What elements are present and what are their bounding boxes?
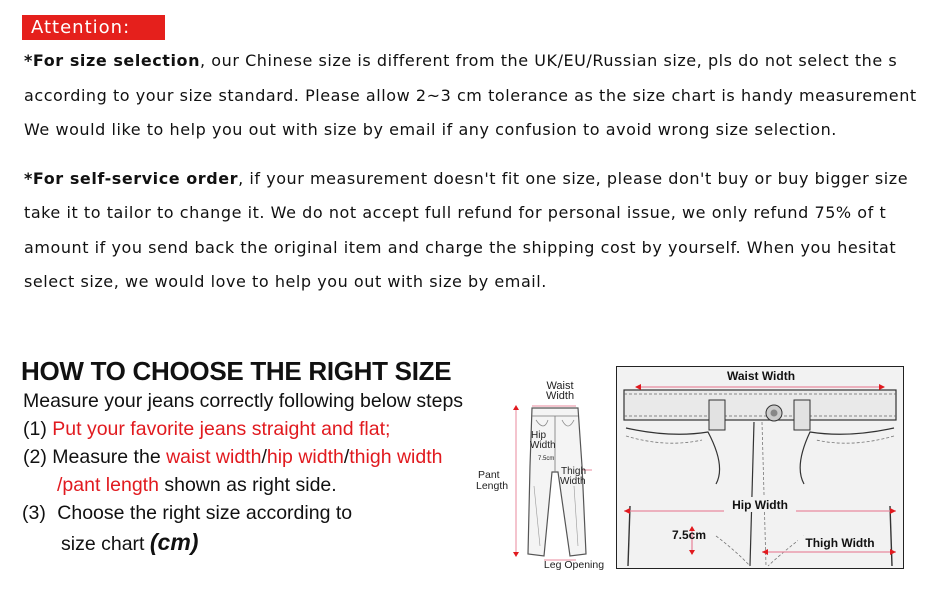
- thigh-width-label: Thigh Width: [805, 536, 874, 550]
- size-selection-text-1: , our Chinese size is different from the…: [200, 51, 898, 70]
- small-thigh-label-1: Thigh: [561, 466, 586, 477]
- small-waist-label-1: Waist: [546, 380, 573, 392]
- self-service-line-3: amount if you send back the original ite…: [24, 238, 897, 257]
- size-selection-line-3: We would like to help you out with size …: [24, 120, 837, 139]
- guide-step-3-cont: size chart (cm): [61, 529, 198, 556]
- rise-label: 7.5cm: [672, 528, 706, 542]
- step-3-text: Choose the right size according to: [57, 502, 353, 524]
- step-2-text-end: shown as right side.: [158, 474, 337, 496]
- small-waist-label-2: Width: [546, 390, 574, 402]
- step-2-waist: waist width: [166, 446, 262, 468]
- small-leg-opening-label: Leg Opening: [544, 559, 604, 571]
- size-selection-line-2: according to your size standard. Please …: [24, 86, 917, 105]
- step-3-number: (3): [22, 502, 46, 524]
- step-1-number: (1): [23, 418, 47, 440]
- guide-step-3: (3) Choose the right size according to: [22, 502, 352, 525]
- self-service-lead: *For self-service order: [24, 169, 239, 188]
- small-jeans-diagram: Waist Width Hip Width 7.5cm Thigh Width …: [476, 380, 604, 571]
- step-2-slash-1: /: [261, 446, 267, 468]
- self-service-text-1: , if your measurement doesn't fit one si…: [238, 169, 909, 188]
- self-service-line-1: *For self-service order, if your measure…: [24, 169, 908, 189]
- small-pant-label-1: Pant: [478, 469, 500, 481]
- step-2-text: Measure the: [52, 446, 167, 468]
- small-rise-label: 7.5cm: [538, 456, 554, 462]
- hip-width-label: Hip Width: [732, 498, 788, 512]
- guide-intro: Measure your jeans correctly following b…: [23, 390, 464, 412]
- large-waist-diagram: Waist Width Hip Width 7.5cm Thigh Width: [616, 366, 904, 569]
- step-2-number: (2): [23, 446, 47, 468]
- size-selection-line-1: *For size selection, our Chinese size is…: [24, 51, 897, 71]
- guide-step-1: (1) Put your favorite jeans straight and…: [23, 418, 390, 441]
- small-thigh-label-2: Width: [560, 476, 586, 487]
- guide-step-2-cont: /pant length shown as right side.: [57, 474, 337, 497]
- waist-width-label: Waist Width: [727, 369, 795, 383]
- attention-tag: Attention:: [22, 15, 165, 40]
- small-hip-label-1: Hip: [531, 430, 546, 441]
- step-2-slash-3: /: [57, 474, 63, 496]
- guide-step-2: (2) Measure the waist width/hip width/th…: [23, 446, 443, 469]
- step-2-slash-2: /: [343, 446, 350, 468]
- small-hip-label-2: Width: [530, 440, 556, 451]
- guide-heading: HOW TO CHOOSE THE RIGHT SIZE: [21, 356, 452, 386]
- step-1-text: Put your favorite jeans straight and fla…: [52, 418, 391, 440]
- size-selection-lead: *For size selection: [24, 51, 201, 70]
- small-pant-label-2: Length: [476, 480, 508, 492]
- step-2-hip: hip width: [266, 446, 344, 468]
- self-service-line-4: select size, we would love to help you o…: [24, 272, 547, 291]
- step-3-unit: (cm): [149, 529, 199, 555]
- step-2-thigh: thigh width: [349, 446, 443, 468]
- self-service-line-2: take it to tailor to change it. We do no…: [24, 203, 887, 222]
- attention-label: Attention:: [31, 17, 131, 38]
- step-2-pant: pant length: [62, 474, 159, 496]
- step-3-text-b: size chart: [61, 533, 150, 555]
